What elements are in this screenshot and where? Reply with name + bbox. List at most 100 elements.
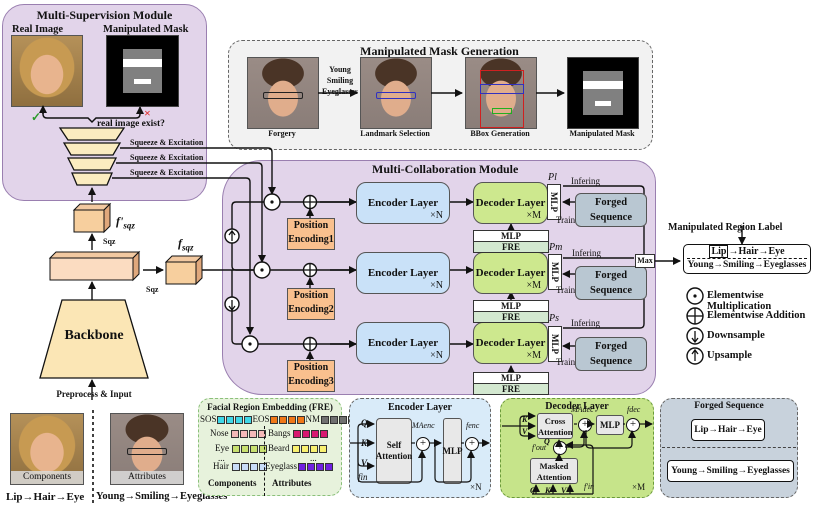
mlp-head-2: MLP — [548, 254, 562, 290]
enc-add-icon-1: + — [416, 437, 430, 451]
msm-title: Multi-Supervision Module — [36, 8, 173, 22]
fre-eye: Eye — [215, 443, 267, 453]
dec-add-icon-1: + — [578, 418, 592, 432]
fs-divider — [662, 447, 796, 448]
encoder-detail-title: Encoder Layer — [388, 402, 452, 413]
fre-beard: Beard — [268, 443, 328, 453]
enc-xn: ×N — [470, 482, 482, 492]
output-label-box: Lip→Hair→Eye Young→Smiling→Eyeglasses — [683, 244, 811, 274]
forgery-image — [247, 57, 319, 129]
enc-v: V — [361, 458, 368, 468]
real-image-label: Real Image — [12, 24, 64, 35]
fre-nose: Nose — [210, 428, 267, 438]
f-sqz-label: fsqz — [178, 236, 194, 253]
mlp-head-3: MLP — [548, 326, 562, 362]
p-label-l: Pl — [548, 172, 557, 183]
decoder-layer-1[interactable]: Decoder Layer×M — [473, 182, 548, 224]
fre-ellipsis-c: ... — [218, 453, 225, 463]
dec-fdec: fdec — [627, 405, 641, 414]
attributes-seq-text: Young→Smiling→Eyeglasses — [96, 491, 228, 502]
dec-v2: V' — [561, 486, 569, 495]
step-landmark: Landmark Selection — [360, 129, 430, 138]
dec-add-icon-3: + — [553, 441, 567, 455]
dec-v: V — [522, 427, 528, 436]
decoder-detail-title: Decoder Layer — [545, 401, 609, 412]
bbox-generation-image — [465, 57, 537, 129]
fre-ellipsis-a: ... — [310, 453, 317, 463]
backbone-label: Backbone — [64, 328, 124, 343]
legend-add-icon — [686, 307, 704, 325]
sqz-label-up: Sqz — [103, 237, 116, 246]
train-label-1: Train — [556, 215, 576, 225]
dec-k2: K' — [545, 486, 553, 495]
legend-upsample-icon — [686, 347, 704, 365]
feature-block — [48, 250, 141, 282]
real-image — [11, 35, 83, 107]
decoder-layer-2[interactable]: Decoder Layer×M — [473, 252, 548, 294]
train-label-2: Train — [556, 285, 576, 295]
p-label-m: Pm — [549, 242, 563, 253]
legend-add-label: Elementwise Addition — [707, 310, 806, 321]
f-sqz-block — [164, 254, 204, 286]
components-caption: Components — [11, 471, 83, 484]
forged-sequence-title: Forged Sequence — [694, 401, 764, 411]
mmg-mask-image — [567, 57, 639, 129]
encoder-layer-2[interactable]: Encoder Layer×N — [356, 252, 450, 294]
encoder-layer-1[interactable]: Encoder Layer×N — [356, 182, 450, 224]
enc-fin: fin — [358, 472, 368, 482]
step-mask: Manipulated Mask — [569, 129, 635, 138]
legend-upsample-label: Upsample — [707, 350, 752, 361]
manipulated-mask-image — [106, 35, 179, 107]
components-seq-text: Lip→Hair→Eye — [6, 491, 85, 503]
encoder-layer-3[interactable]: Encoder Layer×N — [356, 322, 450, 364]
fre-components-label: Components — [208, 478, 257, 488]
mcm-title: Multi-Collaboration Module — [372, 162, 519, 176]
enc-fenc: fenc — [466, 421, 480, 430]
legend-multiply-label: Elementwise Multiplication — [707, 290, 772, 312]
real-image-question: real image exist? — [97, 119, 165, 129]
output-title: Manipulated Region Label — [668, 222, 783, 233]
fs-components-seq: Lip→Hair→Eye — [691, 419, 765, 441]
fre-title: Facial Region Embedding (FRE) — [207, 402, 333, 412]
enc-ma: MAenc — [412, 421, 435, 430]
attributes-caption: Attributes — [111, 471, 183, 484]
f-sqz-prime-block — [72, 202, 112, 234]
encoder-mlp-block: MLP — [443, 418, 463, 484]
train-label-3: Train — [556, 357, 576, 367]
fre-eyeglass: Eyeglass — [265, 461, 333, 471]
enc-add-icon-2: + — [465, 437, 479, 451]
components-input-image: Components — [10, 413, 84, 485]
step-forgery: Forgery — [268, 129, 296, 138]
step-bbox: BBox Generation — [470, 129, 530, 138]
se-label-1: Squeeze & Excitation — [130, 138, 204, 147]
mmg-title: Manipulated Mask Generation — [360, 44, 519, 58]
output-components-seq: Lip→Hair→Eye — [709, 245, 785, 258]
fre-bar-3: FRE — [473, 383, 549, 395]
enc-k: K — [361, 438, 368, 448]
infering-label-3: Infering — [571, 318, 600, 328]
dec-q2: Q' — [530, 486, 538, 495]
fre-hair: Hair — [213, 461, 267, 471]
decoder-mlp-block: MLP — [596, 415, 624, 435]
output-attributes-seq: Young→Smiling→Eyeglasses — [687, 260, 807, 270]
max-node: Max — [635, 254, 655, 268]
fre-bar-2: FRE — [473, 311, 549, 323]
dec-xm: ×M — [632, 482, 646, 492]
check-icon: ✓ — [31, 110, 42, 124]
fre-attributes-label: Attributes — [272, 478, 312, 488]
fre-bangs: Bangs — [268, 428, 329, 438]
infering-label-2: Infering — [572, 248, 601, 258]
fre-divider — [264, 426, 265, 496]
mask-label: Manipulated Mask — [103, 24, 189, 35]
enc-q: Q — [361, 418, 368, 428]
decoder-layer-3[interactable]: Decoder Layer×M — [473, 322, 548, 364]
